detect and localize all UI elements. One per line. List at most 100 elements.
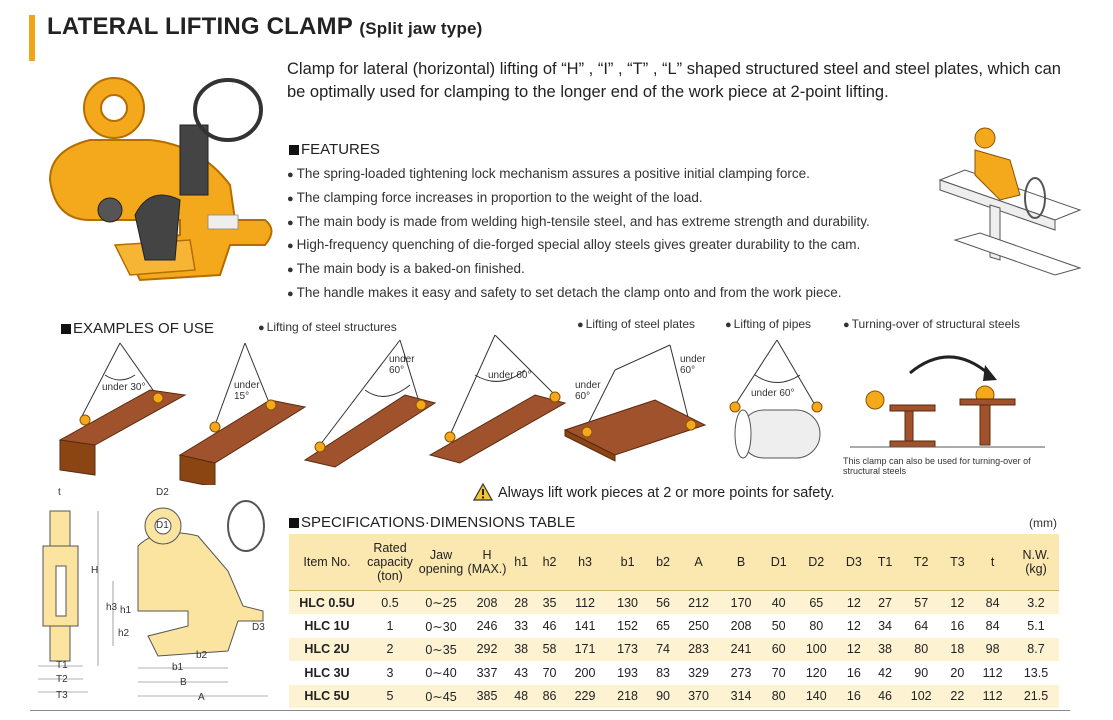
table-cell: 38 (870, 637, 900, 662)
table-cell: 2 (365, 637, 415, 662)
table-cell: 170 (719, 590, 763, 615)
dim-label-h1: h1 (120, 605, 132, 616)
table-cell: 12 (837, 590, 871, 615)
table-cell: 33 (514, 619, 529, 634)
table-cell: 16 (837, 684, 871, 708)
dim-label-D3: D3 (252, 622, 265, 633)
turning-over-note: This clamp can also be used for turning-… (843, 456, 1031, 476)
table-cell: 212 (677, 590, 720, 615)
table-cell: 20 (950, 665, 965, 680)
table-cell: 208 (467, 590, 507, 615)
table-header-row: Item No. Rated capacity (ton) Jaw openin… (289, 534, 1059, 591)
table-cell: 8.7 (1013, 637, 1059, 662)
examples-illustrations (58, 335, 1045, 485)
table-cell: 98 (972, 637, 1013, 662)
table-cell: 250 (688, 619, 709, 634)
table-cell: 5 (365, 684, 415, 708)
table-cell: 65 (794, 590, 838, 615)
item-no-cell: HLC 1U (304, 619, 350, 634)
dim-label-D1: D1 (156, 520, 169, 531)
item-no-cell: HLC 5U (289, 684, 365, 708)
table-cell: 60 (762, 637, 795, 662)
col-header: h3 (563, 534, 607, 591)
col-header: b2 (648, 534, 678, 591)
table-cell: 18 (942, 637, 973, 662)
clamp-product-photo (48, 77, 273, 282)
table-cell: 70 (771, 665, 786, 680)
table-cell: 65 (656, 619, 671, 634)
dim-label-T2: T2 (56, 674, 68, 685)
table-cell: 42 (878, 665, 892, 680)
feature-item: The handle makes it easy and safety to s… (287, 282, 870, 306)
feature-item: The main body is a baked-on finished. (287, 258, 870, 282)
safety-notice: Always lift work pieces at 2 or more poi… (473, 483, 835, 501)
dim-label-T1: T1 (56, 660, 68, 671)
table-cell: 46 (870, 684, 900, 708)
table-cell: 12 (846, 619, 861, 634)
heading-square-icon (289, 145, 299, 155)
table-cell: 314 (719, 684, 763, 708)
table-cell: 246 (476, 619, 498, 634)
table-cell: 40 (762, 590, 795, 615)
table-cell: 34 (878, 619, 892, 634)
intro-paragraph: Clamp for lateral (horizontal) lifting o… (287, 60, 1061, 101)
table-cell: 22 (942, 684, 973, 708)
item-no-cell: HLC 3U (304, 665, 350, 680)
dim-label-H: H (91, 565, 99, 576)
table-cell: 0∼40 (425, 666, 457, 681)
title-main: LATERAL LIFTING CLAMP (47, 13, 353, 40)
col-header: N.W. (kg) (1013, 534, 1059, 591)
table-cell: 208 (730, 619, 752, 634)
features-list: The spring-loaded tightening lock mechan… (287, 163, 870, 306)
table-cell: 370 (677, 684, 720, 708)
col-header: Item No. (289, 534, 365, 591)
caption-steel-plates: Lifting of steel plates (577, 317, 695, 331)
features-heading: FEATURES (289, 141, 380, 158)
title-sub: (Split jaw type) (359, 19, 483, 38)
table-cell: 56 (648, 590, 678, 615)
table-cell: 27 (870, 590, 900, 615)
col-header: D2 (794, 534, 838, 591)
clamp-on-beam-illustration (938, 127, 1082, 276)
table-cell: 0∼35 (415, 637, 467, 662)
table-cell: 74 (648, 637, 678, 662)
col-header: T2 (899, 534, 943, 591)
table-cell: 292 (467, 637, 507, 662)
table-cell: 200 (574, 665, 596, 680)
table-cell: 48 (507, 684, 536, 708)
table-cell: 64 (914, 619, 929, 634)
heading-square-icon (289, 518, 299, 528)
table-cell: 16 (950, 619, 965, 634)
col-header: h2 (535, 534, 564, 591)
table-cell: 12 (837, 637, 871, 662)
col-header: T3 (942, 534, 973, 591)
col-header: H (MAX.) (467, 534, 507, 591)
table-cell: 3.2 (1013, 590, 1059, 615)
table-cell: 70 (542, 665, 557, 680)
feature-item: The clamping force increases in proporti… (287, 187, 870, 211)
table-cell: 43 (514, 665, 529, 680)
dim-label-B: B (180, 677, 187, 688)
table-cell: 90 (914, 665, 929, 680)
table-cell: 38 (507, 637, 536, 662)
dim-label-b1: b1 (172, 662, 184, 673)
table-cell: 12 (942, 590, 973, 615)
table-cell: 28 (507, 590, 536, 615)
table-cell: 218 (606, 684, 649, 708)
dim-label-h3: h3 (106, 602, 118, 613)
table-cell: 152 (617, 619, 639, 634)
page-title: LATERAL LIFTING CLAMP (Split jaw type) (47, 13, 483, 41)
dim-label-A: A (198, 692, 205, 703)
dim-label-b2: b2 (196, 650, 208, 661)
angle-label: under 15° (234, 380, 260, 402)
table-cell: 140 (794, 684, 838, 708)
table-cell: 0∼25 (415, 590, 467, 615)
table-cell: 337 (476, 665, 498, 680)
table-cell: 120 (805, 665, 827, 680)
table-cell: 21.5 (1013, 684, 1059, 708)
table-cell: 0.5 (365, 590, 415, 615)
